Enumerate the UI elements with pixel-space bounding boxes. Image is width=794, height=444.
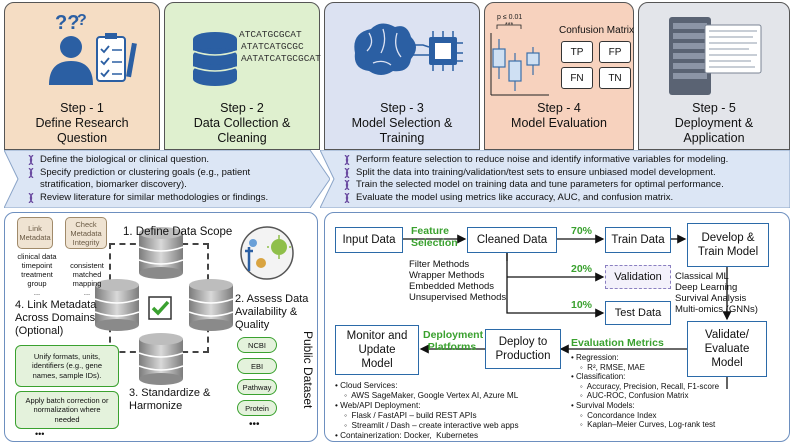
svg-text:AATATCATGCGCAT: AATATCATGCGCAT (241, 53, 321, 64)
step-3-card: Step - 3 Model Selection & Training (324, 2, 480, 150)
assess-data-label: 2. Assess Data Availability & Quality (235, 293, 309, 331)
server-icon (669, 17, 762, 95)
develop-model-box: Develop & Train Model (687, 223, 769, 267)
svg-text:p ≤ 0.01: p ≤ 0.01 (497, 14, 522, 21)
input-data-box: Input Data (335, 227, 403, 253)
gene-icon (344, 192, 350, 203)
banner-right: Perform feature selection to reduce nois… (320, 150, 790, 208)
gene-icon (344, 155, 350, 165)
banner-left-item: Specify prediction or clustering goals (… (26, 167, 268, 180)
evaluation-metrics-list: • Regression: ◦ R², RMSE, MAE • Classifi… (571, 353, 720, 430)
step-1-title: Step - 1 Define Research Question (35, 101, 129, 145)
svg-text:?: ? (77, 12, 87, 29)
banner-left-shape (4, 150, 330, 208)
cm-cell-fp: FP (599, 41, 631, 63)
brain-chip-icon (354, 23, 463, 76)
dataset-ebi: EBI (237, 358, 277, 374)
deploy-box: Deploy to Production (485, 329, 561, 369)
banner-left: Define the biological or clinical questi… (4, 150, 330, 208)
step-2-card: ATCATGCGCAT ATATCATGCGC AATATCATGCGCAT S… (164, 2, 321, 150)
pct-test: 10% (571, 299, 593, 311)
step-1-card: ?? ? Step - 1 Define Research Question (4, 2, 160, 150)
public-dataset-label: Public Dataset (301, 331, 315, 409)
test-data-box: Test Data (605, 301, 671, 325)
step-4-title: Step - 4 Model Evaluation (511, 101, 607, 130)
banner-right-item: Evaluate the model using metrics like ac… (342, 192, 728, 205)
gene-icon (344, 167, 350, 178)
dataset-pathway: Pathway (237, 379, 277, 395)
banner-right-item: Split the data into training/validation/… (342, 167, 728, 180)
validate-model-box: Validate/ Evaluate Model (687, 321, 767, 377)
svg-text:Confusion Matrix: Confusion Matrix (559, 25, 634, 36)
svg-text:ATCATGCGCAT: ATCATGCGCAT (239, 29, 302, 40)
flow-arrows (403, 234, 732, 389)
data-collection-panel: Link Metadata Check Metadata Integrity c… (4, 212, 318, 442)
step-5-card: Step - 5 Deployment & Application (638, 2, 790, 150)
gene-icon (28, 155, 34, 165)
evaluation-metrics-label: Evaluation Metrics (571, 337, 664, 349)
svg-text:ATATCATGCGC: ATATCATGCGC (241, 41, 304, 52)
define-scope-label: 1. Define Data Scope (123, 226, 233, 238)
monitor-box: Monitor and Update Model (335, 325, 419, 375)
step-5-title: Step - 5 Deployment & Application (674, 101, 754, 145)
model-types: Classical ML Deep Learning Survival Anal… (675, 271, 758, 315)
dataset-ncbi: NCBI (237, 337, 277, 353)
researcher-icon: ?? ? (49, 12, 137, 85)
feature-selection-label: Feature Selection (411, 225, 458, 249)
link-metadata-box: Link Metadata (17, 217, 53, 249)
banner-left-item: Define the biological or clinical questi… (26, 154, 268, 167)
integrity-fields: consistent matched mapping ... (70, 261, 104, 297)
check-metadata-box: Check Metadata Integrity (65, 217, 107, 249)
link-metadata-label: 4. Link Metadata Across Domains (Optiona… (15, 299, 97, 337)
cm-cell-tp: TP (561, 41, 593, 63)
database-cylinders (94, 226, 294, 385)
step-3-title: Step - 3 Model Selection & Training (351, 101, 453, 145)
gene-icon (344, 180, 350, 190)
svg-text:??: ?? (55, 12, 79, 34)
gene-icon (28, 167, 34, 178)
dataset-protein: Protein (237, 400, 277, 416)
validation-box: Validation (605, 265, 671, 289)
standardize-box-1: Unify formats, units, identifiers (e.g.,… (15, 345, 119, 387)
gene-icon (28, 192, 34, 203)
deployment-platforms-label: Deployment Platforms (423, 329, 484, 353)
pct-val: 20% (571, 263, 593, 275)
step-2-title: Step - 2 Data Collection & Cleaning (193, 101, 291, 145)
standardize-label: 3. Standardize & Harmonize (129, 387, 211, 412)
train-data-box: Train Data (605, 227, 671, 253)
database-icon: ATCATGCGCAT ATATCATGCGC AATATCATGCGCAT (192, 29, 321, 86)
cm-cell-fn: FN (561, 67, 593, 89)
pct-train: 70% (571, 225, 593, 237)
banner-left-item: Review literature for similar methodolog… (26, 192, 268, 205)
boxplot-icon: p ≤ 0.01 *** Confusion Matrix (490, 14, 634, 96)
banner-right-item: Perform feature selection to reduce nois… (342, 154, 728, 167)
banner-left-item-cont: stratification, biomarker discovery). (40, 179, 187, 190)
standardize-ellipsis: ••• (35, 429, 45, 439)
model-pipeline-panel: Input Data Feature Selection Cleaned Dat… (324, 212, 790, 442)
banner-right-shape (320, 150, 790, 208)
deployment-list: • Cloud Services: ◦ AWS SageMaker, Googl… (335, 381, 519, 440)
step-4-card: p ≤ 0.01 *** Confusion Matrix TP FP FN T… (484, 2, 634, 150)
feature-methods: Filter Methods Wrapper Methods Embedded … (409, 259, 507, 303)
cm-cell-tn: TN (599, 67, 631, 89)
cleaned-data-box: Cleaned Data (467, 227, 557, 253)
banner-right-item: Train the selected model on training dat… (342, 179, 728, 192)
standardize-box-2: Apply batch correction or normalization … (15, 391, 119, 429)
dataset-ellipsis: ••• (249, 419, 260, 430)
svg-text:***: *** (505, 22, 513, 29)
meta-fields: clinical data timepoint treatment group … (17, 252, 57, 297)
